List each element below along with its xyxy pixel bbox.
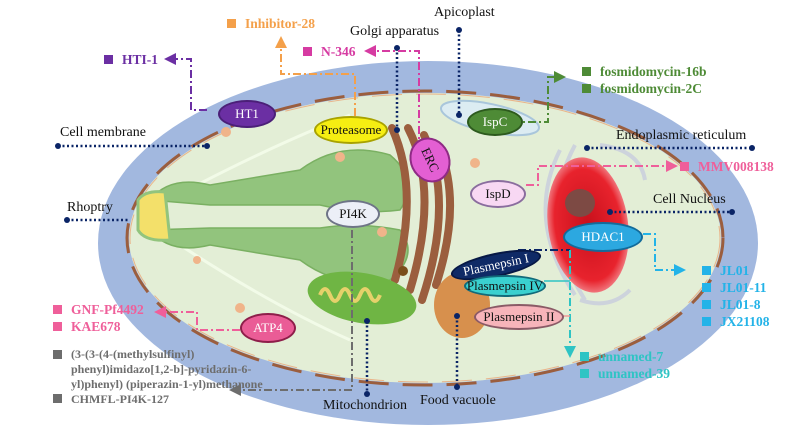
label-mitochondrion: Mitochondrion bbox=[323, 398, 407, 413]
legend-square-icon bbox=[580, 352, 589, 361]
target-pi4k[interactable]: PI4K bbox=[326, 200, 380, 228]
proteasome-connector bbox=[275, 36, 356, 116]
label-cell-nucleus: Cell Nucleus bbox=[653, 192, 726, 207]
inhibitor-list-pi4k: (3-(3-(4-(methylsulfinyl) phenyl)imidazo… bbox=[53, 347, 296, 407]
legend-square-icon bbox=[53, 394, 62, 403]
inhibitor-list-atp4: GNF-Pf4492 KAE678 bbox=[53, 301, 144, 335]
mitochondrion-organelle bbox=[307, 271, 417, 325]
inhibitor-28: Inhibitor-28 bbox=[227, 15, 315, 32]
legend-square-icon bbox=[702, 300, 711, 309]
legend-square-icon bbox=[680, 162, 689, 171]
pi4k-connector bbox=[229, 230, 353, 396]
legend-square-icon bbox=[227, 19, 236, 28]
legend-square-icon bbox=[702, 266, 711, 275]
target-hdac1[interactable]: HDAC1 bbox=[563, 222, 643, 252]
ispc-connector bbox=[512, 71, 566, 123]
target-ispd[interactable]: IspD bbox=[470, 180, 526, 208]
legend-square-icon bbox=[582, 84, 591, 93]
target-atp4[interactable]: ATP4 bbox=[240, 313, 296, 343]
legend-square-icon bbox=[53, 322, 62, 331]
target-proteasome[interactable]: Proteasome bbox=[314, 116, 388, 144]
pointer-dots bbox=[55, 27, 755, 397]
inhibitor-n-346: N-346 bbox=[303, 43, 356, 60]
inhibitor-list-plasmepsin: unnamed-7 unnamed-39 bbox=[580, 348, 670, 382]
inhibitor-list-hdac1: JL01 JL01-11 JL01-8 JX21108 bbox=[702, 262, 770, 330]
label-apicoplast: Apicoplast bbox=[434, 5, 495, 20]
atp4-connector bbox=[154, 306, 240, 331]
ht1-connector bbox=[164, 53, 207, 111]
ispd-connector bbox=[526, 160, 678, 186]
organelle-pointers bbox=[58, 30, 752, 394]
inhibitor-list-ispc: fosmidomycin-16b fosmidomycin-2C bbox=[582, 63, 707, 97]
inhibitor-hti-1: HTI-1 bbox=[104, 51, 158, 68]
erc-connector bbox=[364, 45, 420, 150]
legend-square-icon bbox=[53, 305, 62, 314]
target-ht1[interactable]: HT1 bbox=[218, 100, 276, 128]
legend-square-icon bbox=[580, 369, 589, 378]
legend-square-icon bbox=[53, 350, 62, 359]
label-rhoptry: Rhoptry bbox=[67, 200, 113, 215]
label-cell-membrane: Cell membrane bbox=[60, 125, 146, 140]
legend-square-icon bbox=[104, 55, 113, 64]
legend-square-icon bbox=[702, 317, 711, 326]
hdac1-connector bbox=[643, 233, 686, 276]
label-food-vacuole: Food vacuole bbox=[420, 393, 496, 408]
inhibitor-mmv008138: MMV008138 bbox=[680, 158, 774, 175]
inner-membrane-complex bbox=[125, 89, 725, 387]
target-ispc[interactable]: IspC bbox=[467, 108, 523, 136]
target-plasmepsin-2[interactable]: Plasmepsin II bbox=[474, 304, 564, 330]
legend-square-icon bbox=[582, 67, 591, 76]
label-endoplasmic-reticulum: Endoplasmic reticulum bbox=[616, 128, 747, 143]
nucleolus bbox=[565, 189, 595, 217]
label-golgi-apparatus: Golgi apparatus bbox=[350, 24, 440, 39]
legend-square-icon bbox=[702, 283, 711, 292]
legend-square-icon bbox=[303, 47, 312, 56]
target-plasmepsin-4[interactable]: Plasmepsin IV bbox=[464, 275, 546, 297]
